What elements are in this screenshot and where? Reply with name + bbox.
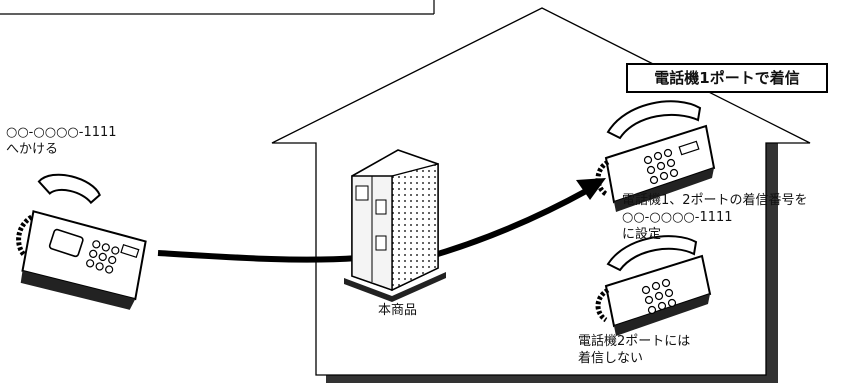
phone1-note-line3: に設定 [622,227,662,242]
caller-phone [16,173,147,310]
device-label: 本商品 [378,303,418,318]
left-cable [157,250,359,263]
frame-fragment [0,0,435,15]
highlight-title: 電話機1ポートで着信 [626,63,828,93]
phone1-note-line1: 電話機1、2ポートの着信番号を [622,193,808,208]
phone2-note-line1: 電話機2ポートには [578,334,691,349]
phone1-note-line2: ○○-○○○○-1111 [622,210,733,225]
router-device [344,149,446,302]
caller-action-label: へかける [6,142,59,157]
phone-1 [595,100,716,212]
house-shadow-right [766,252,778,383]
caller-number-label: ○○-○○○○-1111 [6,125,117,140]
phone-2 [595,235,712,336]
phone2-note-line2: 着信しない [578,351,644,366]
